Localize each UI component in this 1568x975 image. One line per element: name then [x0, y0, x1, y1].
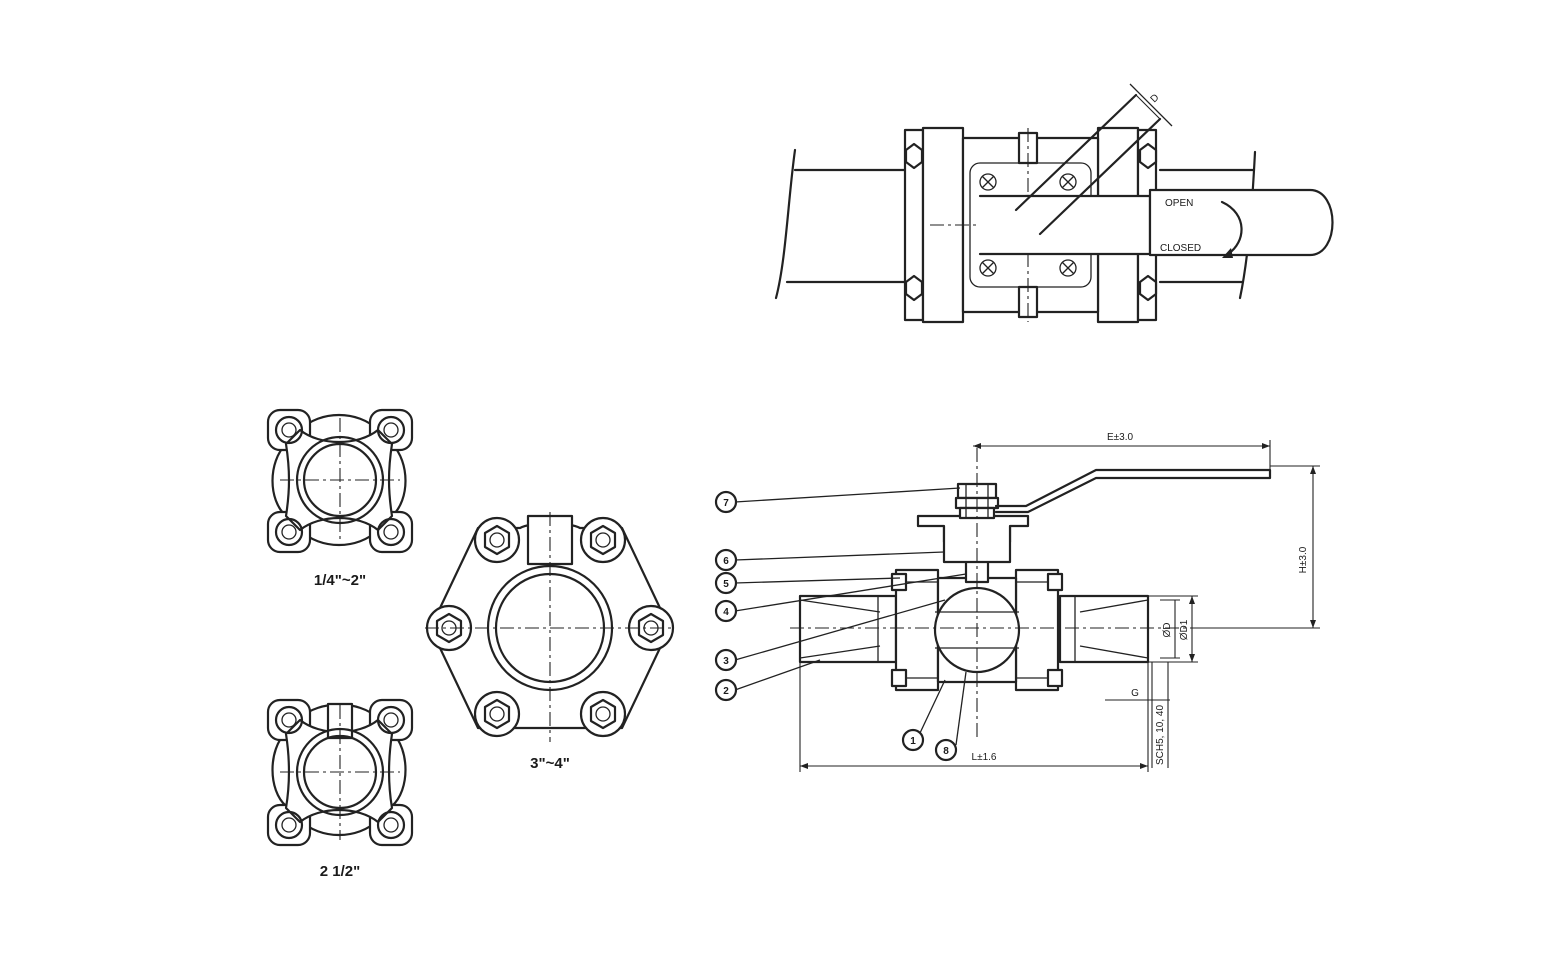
- callout-bubbles: 7 6 5 4 3 2 1 8: [714, 490, 958, 762]
- callout-6-label: 6: [723, 556, 729, 567]
- callout-8-label: 8: [943, 746, 949, 757]
- dim-h-label: H±3.0: [1298, 546, 1309, 573]
- callout-1-label: 1: [910, 736, 916, 747]
- flange-size-label-mid: 2 1/2": [320, 863, 360, 880]
- callout-3: 3: [714, 648, 738, 672]
- callout-8: 8: [934, 738, 958, 762]
- dim-d1-label: ØD1: [1179, 619, 1190, 640]
- flange-view-small: [266, 408, 414, 554]
- callout-6: 6: [714, 548, 738, 572]
- dim-d-label: ØD: [1162, 623, 1173, 638]
- callout-5: 5: [714, 571, 738, 595]
- flange-size-label-large: 3"~4": [530, 755, 570, 772]
- dim-g-label: G: [1131, 688, 1139, 699]
- callout-2: 2: [714, 678, 738, 702]
- top-view: [774, 83, 1334, 324]
- dimension-lines: [799, 440, 1320, 772]
- section-view: [790, 448, 1272, 740]
- callout-5-label: 5: [723, 579, 729, 590]
- callout-2-label: 2: [723, 686, 729, 697]
- flange-size-label-small: 1/4"~2": [314, 572, 366, 589]
- dim-sch-label: SCH5, 10, 40: [1155, 705, 1166, 765]
- flange-view-large: [425, 512, 675, 742]
- callout-3-label: 3: [723, 656, 729, 667]
- callout-7: 7: [714, 490, 738, 514]
- callout-7-label: 7: [723, 498, 729, 509]
- dim-l-label: L±1.6: [972, 752, 997, 763]
- flange-view-mid: [266, 698, 414, 847]
- callout-4-label: 4: [723, 607, 729, 618]
- closed-label: CLOSED: [1160, 243, 1201, 254]
- open-label: OPEN: [1165, 198, 1193, 209]
- handle-width-dim-label: D: [1149, 92, 1162, 105]
- callout-leaders: [734, 487, 967, 746]
- dim-e-label: E±3.0: [1107, 432, 1133, 443]
- callout-4: 4: [714, 599, 738, 623]
- callout-1: 1: [901, 728, 925, 752]
